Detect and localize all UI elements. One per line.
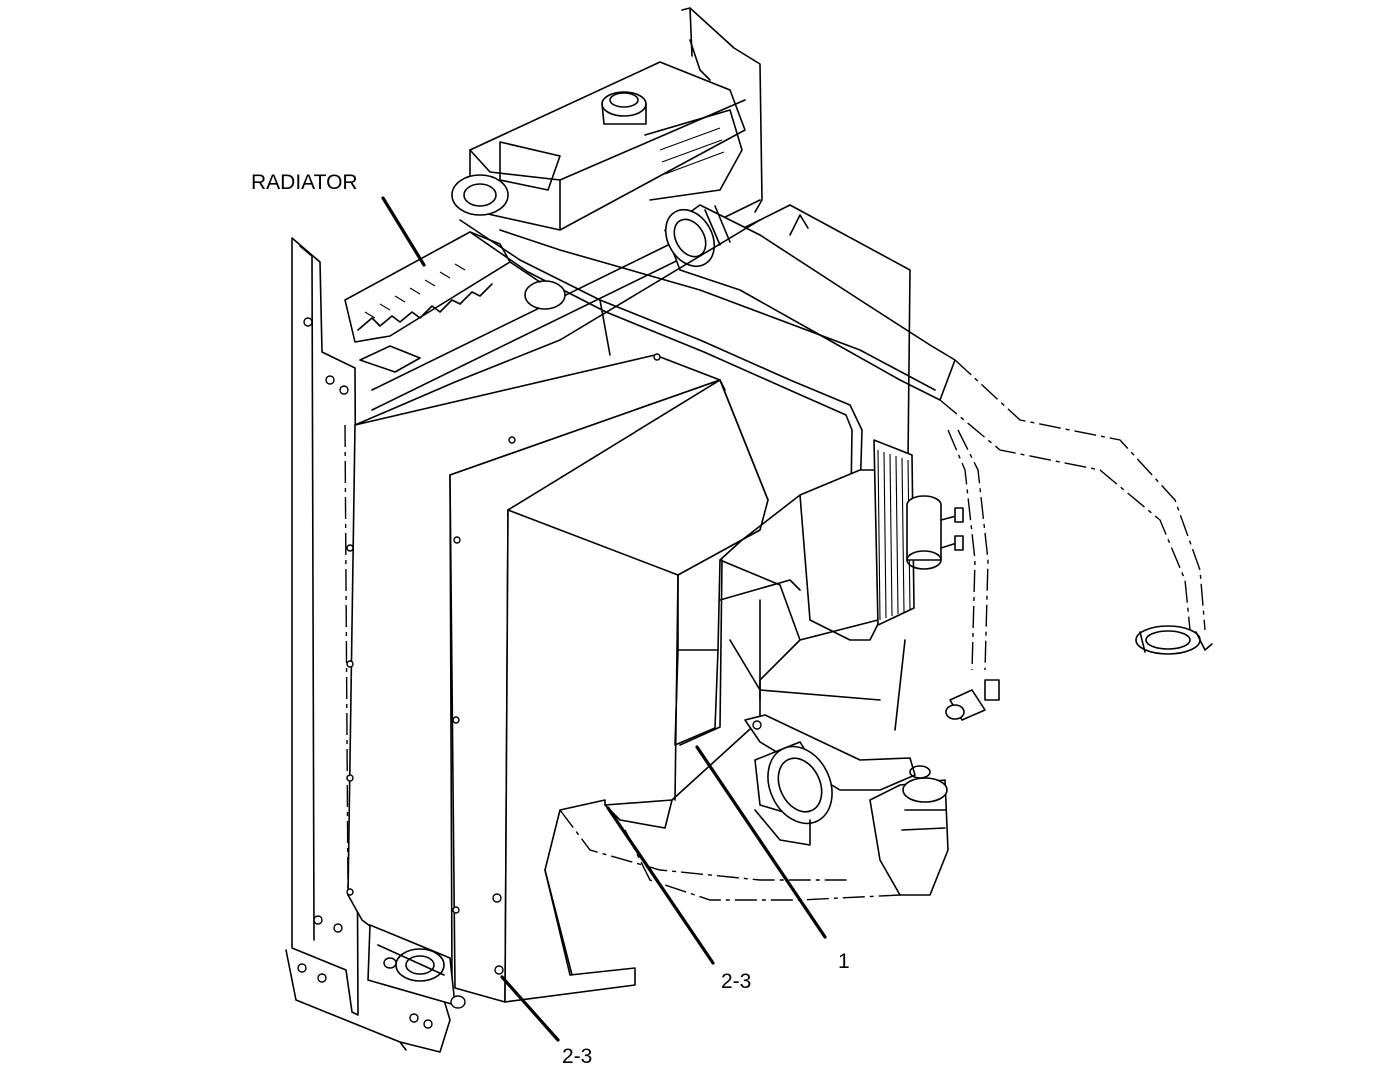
radiator-leader [381,196,426,267]
radiator-core [344,204,911,896]
part-2-3-upper-label: 2-3 [721,970,751,993]
part-1-leader [695,745,827,939]
callout-leaders [381,196,827,1042]
lower-coolant-hose [744,714,949,896]
left-side-frame [285,237,451,1053]
coolant-expansion-tank [451,39,746,231]
oil-cooler [873,439,964,626]
radiator-bottom-tank [367,924,466,1009]
callout-labels: RADIATOR 1 2-3 2-3 [251,171,850,1068]
upper-coolant-hose [664,204,1213,655]
part-2-3-lower-label: 2-3 [562,1045,592,1068]
front-guard-panel [504,379,881,1003]
part-1-label: 1 [838,950,850,973]
temperature-sensor [945,679,1000,721]
part-2-3-upper-leader [606,806,715,965]
part-2-3-lower-leader [500,975,560,1042]
radiator-label: RADIATOR [251,171,358,194]
right-upright-frame [681,7,763,213]
